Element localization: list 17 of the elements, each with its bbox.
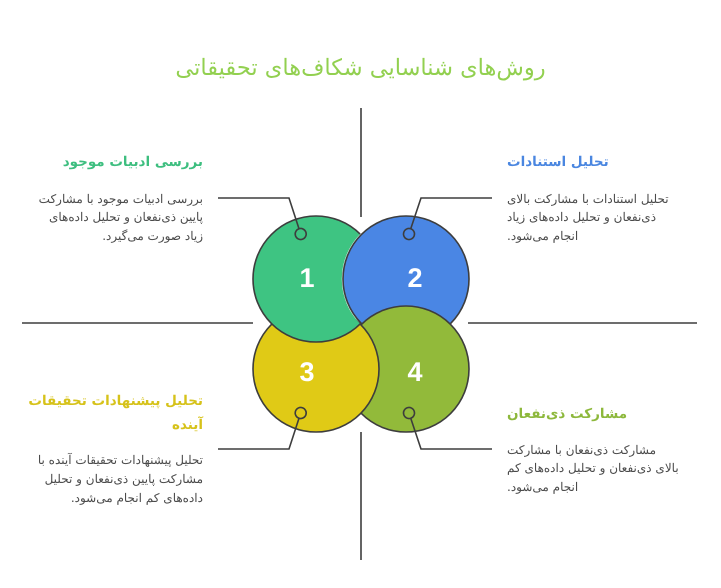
circle-number: 2 xyxy=(407,264,423,292)
circle-number: 1 xyxy=(299,264,315,292)
heading: بررسی ادبیات موجود xyxy=(62,153,203,172)
description: تحلیل پیشنهادات تحقیقات آینده با مشارکت پایین ذی‌نفعان و تحلیل داده‌های کم انجام می‌شود. xyxy=(36,452,203,507)
circle-number: 3 xyxy=(299,358,315,386)
description: مشارکت ذی‌نفعان با مشارکت بالای ذی‌نفعان و تحلیل داده‌های کم انجام می‌شود. xyxy=(507,442,680,496)
heading: تحلیل استنادات xyxy=(507,153,610,172)
circle-number: 4 xyxy=(407,358,423,386)
title: روش‌های شناسایی شکاف‌های تحقیقاتی xyxy=(175,55,546,81)
description: تحلیل استنادات با مشارکت بالای ذی‌نفعان و تحلیل داده‌های زیاد انجام می‌شود. xyxy=(507,190,670,245)
heading: مشارکت ذی‌نفعان xyxy=(507,405,628,424)
description: بررسی ادبیات موجود با مشارکت پایین ذی‌نفعان و تحلیل داده‌های زیاد صورت می‌گیرد. xyxy=(38,190,203,245)
leader-line xyxy=(218,406,307,450)
leader-line xyxy=(402,406,492,450)
heading: تحلیل پیشنهادات تحقیقات آینده xyxy=(27,392,203,435)
leader-line xyxy=(402,197,492,240)
leader-line xyxy=(218,197,307,240)
